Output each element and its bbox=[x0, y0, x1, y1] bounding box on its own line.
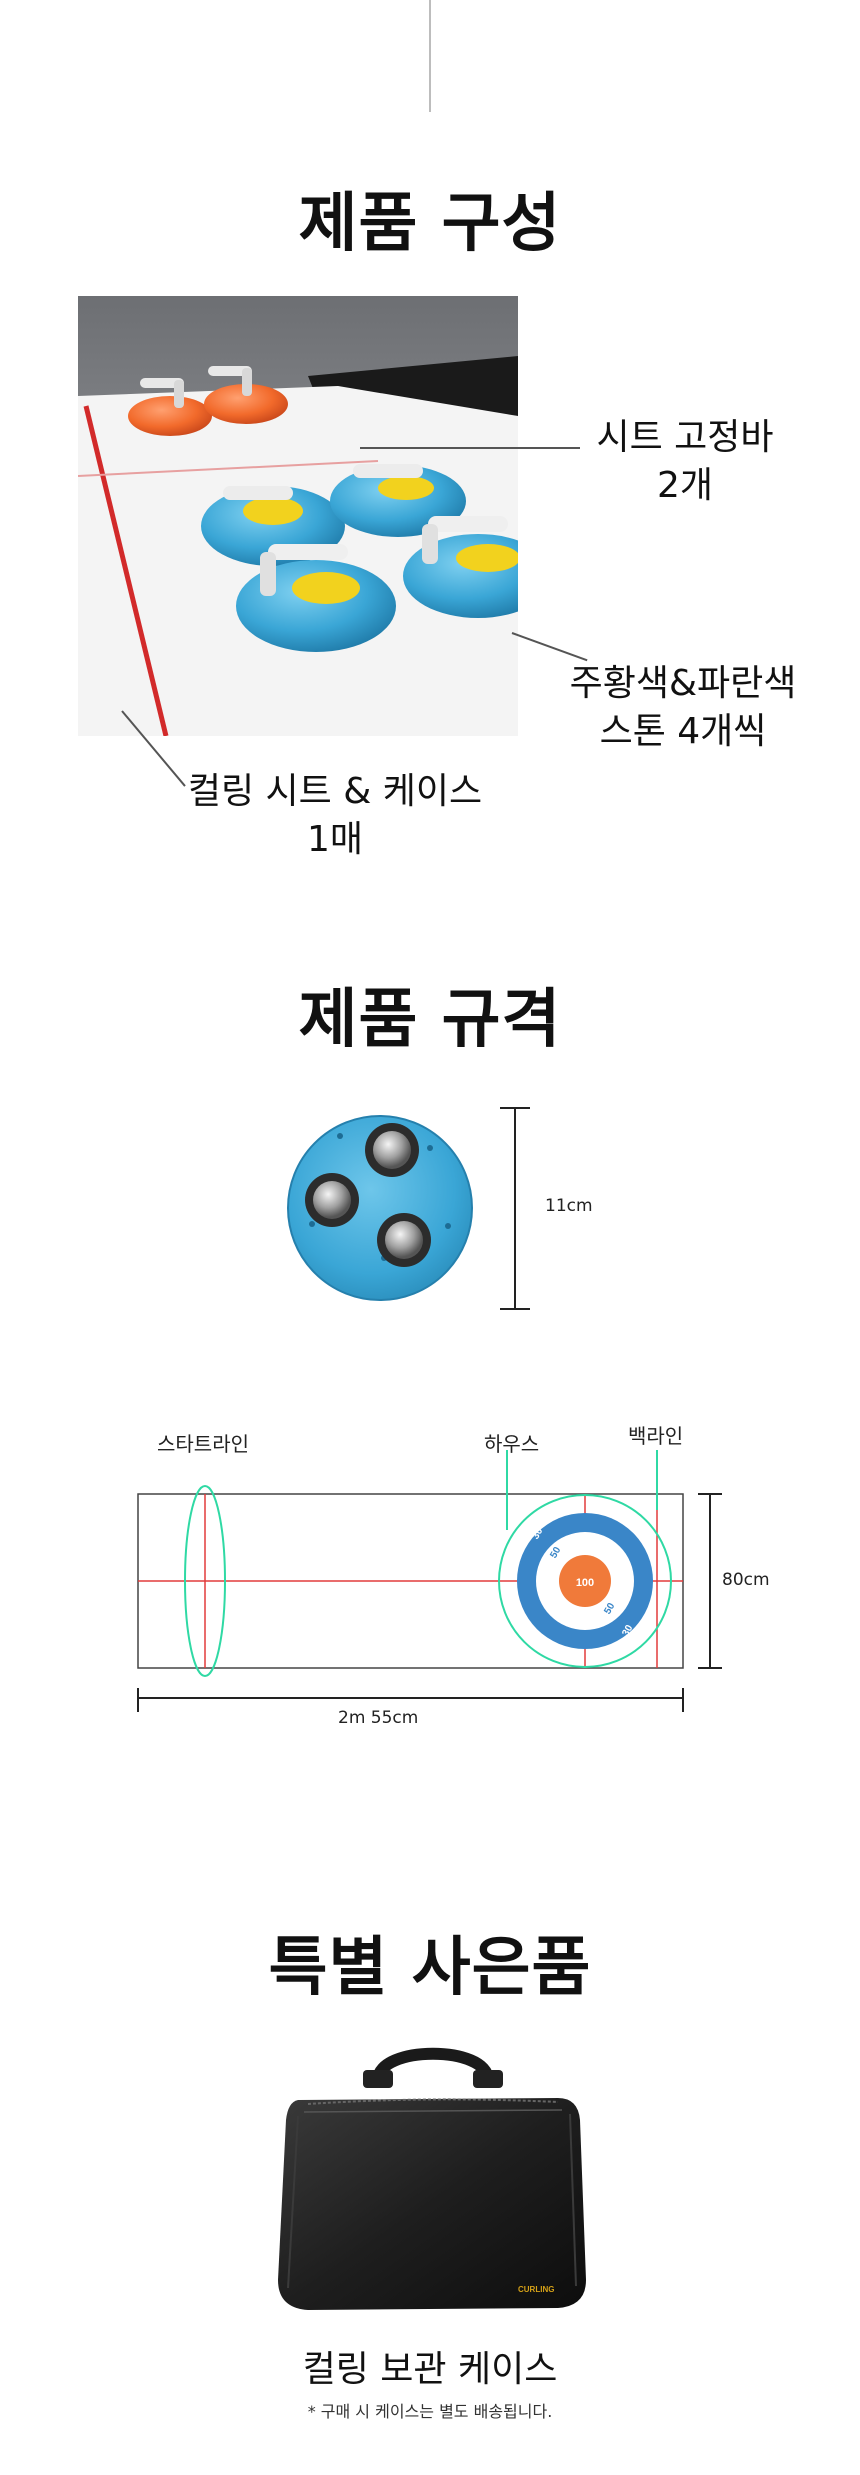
stones-leader-line bbox=[511, 632, 588, 662]
storage-case-image: CURLING bbox=[278, 2047, 586, 2310]
sheet-bar-callout: 시트 고정바 2개 bbox=[585, 414, 785, 510]
top-divider-line bbox=[429, 0, 431, 112]
product-photo bbox=[78, 296, 518, 736]
gift-caption: 컬링 보관 케이스 bbox=[302, 2349, 558, 2390]
stone-diameter-label: 11cm bbox=[545, 1196, 593, 1216]
sheet-case-callout-line1: 컬링 시트 & 케이스 bbox=[187, 771, 483, 812]
gift-title: 특별 사은품 bbox=[268, 1931, 592, 2005]
bag-logo-text: CURLING bbox=[518, 2285, 554, 2294]
sheet-bar-leader-line bbox=[360, 447, 580, 449]
stones-callout-line2: 스톤 4개씩 bbox=[599, 711, 767, 752]
stones-callout: 주황색&파란색 스톤 4개씩 bbox=[548, 660, 818, 756]
specs-title: 제품 규격 bbox=[298, 983, 562, 1057]
sheet-case-callout-line2: 1매 bbox=[306, 819, 364, 860]
curling-sheet-diagram: 100 50 50 30 30 bbox=[137, 1450, 722, 1712]
house-label: 하우스 bbox=[484, 1432, 540, 1456]
stones-callout-line1: 주황색&파란색 bbox=[569, 663, 797, 704]
house-score-outer-top: 30 bbox=[530, 1526, 545, 1542]
house-score-middle-top: 50 bbox=[548, 1545, 563, 1561]
composition-title: 제품 구성 bbox=[298, 187, 562, 261]
house-score-outer-bottom: 30 bbox=[620, 1623, 635, 1639]
sheet-length-label: 2m 55cm bbox=[338, 1708, 419, 1728]
sheet-bar-callout-line2: 2개 bbox=[656, 465, 714, 506]
house-score-middle-bottom: 50 bbox=[602, 1601, 617, 1617]
shipping-note: * 구매 시 케이스는 별도 배송됩니다. bbox=[307, 2402, 553, 2421]
product-photo-illustration bbox=[78, 356, 518, 736]
stone-diameter-dimension-line bbox=[500, 1107, 530, 1310]
sheet-case-callout: 컬링 시트 & 케이스 1매 bbox=[170, 768, 500, 864]
sheet-bar-callout-line1: 시트 고정바 bbox=[596, 417, 774, 458]
start-line-label: 스타트라인 bbox=[157, 1432, 249, 1456]
sheet-width-label: 80cm bbox=[722, 1570, 770, 1590]
stone-bottom-illustration bbox=[287, 1115, 473, 1301]
back-line-label: 백라인 bbox=[628, 1424, 684, 1448]
house-score-inner: 100 bbox=[576, 1577, 594, 1589]
